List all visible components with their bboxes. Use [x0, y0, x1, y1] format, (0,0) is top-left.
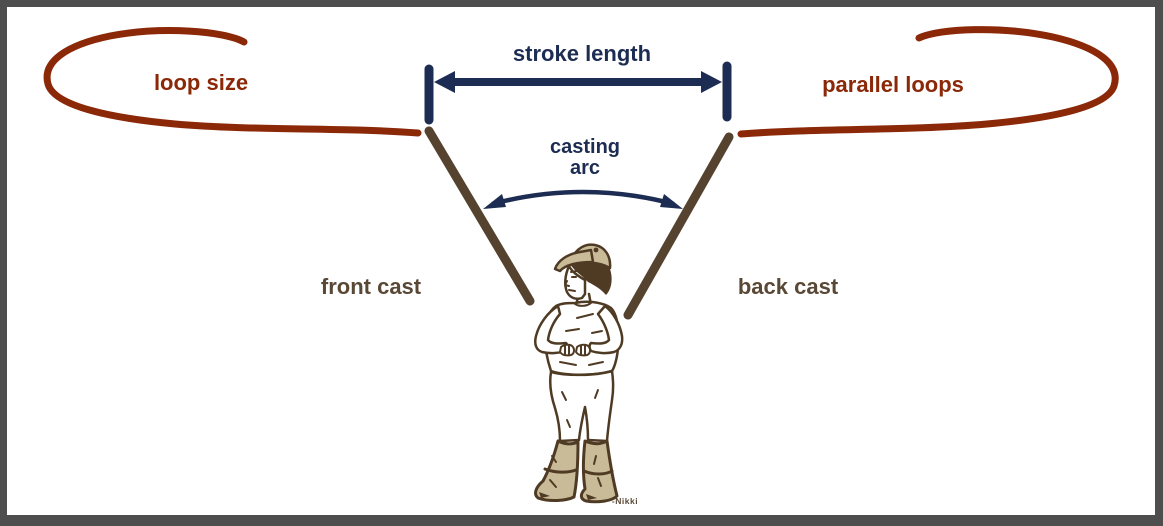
- back-cast-label: back cast: [737, 274, 839, 299]
- casting-arc-label: casting arc: [550, 137, 620, 179]
- artist-signature: -Nikki: [611, 496, 639, 506]
- casting-arc-label-line2: arc: [569, 157, 601, 179]
- loop-size-label: loop size: [153, 70, 249, 95]
- parallel-loops-label: parallel loops: [822, 72, 964, 97]
- front-rod-line: [424, 126, 535, 306]
- stroke-length-arrow: [424, 61, 732, 125]
- front-cast-label: front cast: [320, 274, 422, 299]
- casting-arc-label-line1: casting: [549, 136, 621, 158]
- casting-arc-arrow: [483, 189, 683, 209]
- fisherman-figure: [534, 243, 624, 504]
- back-rod-line: [623, 132, 734, 320]
- left-loop-line: [43, 27, 422, 137]
- right-loop-line: [737, 26, 1119, 138]
- stroke-length-label: stroke length: [512, 41, 652, 66]
